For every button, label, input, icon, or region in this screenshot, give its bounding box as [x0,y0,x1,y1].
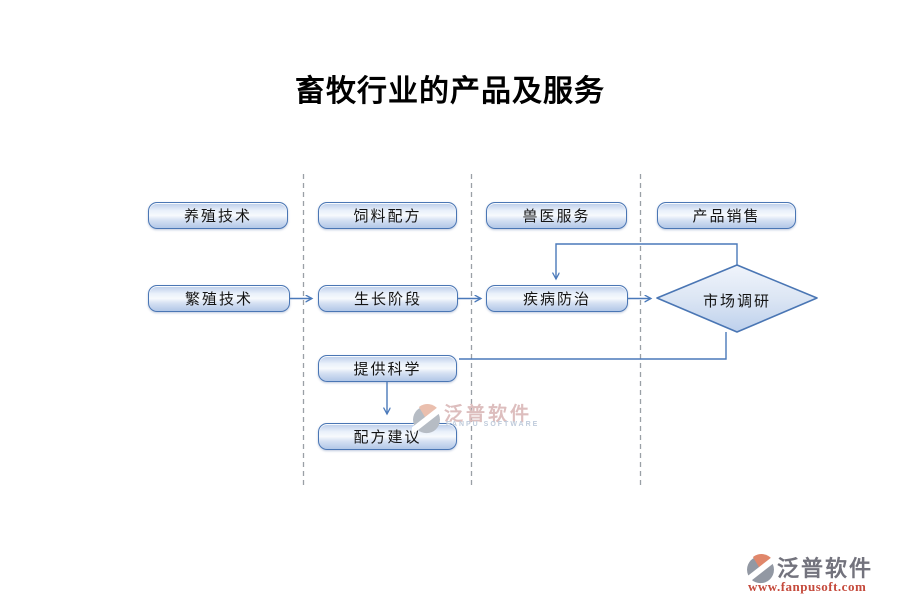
node-product-sales: 产品销售 [657,202,796,229]
page-title: 畜牧行业的产品及服务 [295,75,605,108]
node-label: 提供科学 [353,361,422,378]
node-provide-science: 提供科学 [318,355,457,382]
edge-market-to-provide-science [459,332,727,360]
edge-market-feedback-to-disease [556,243,738,279]
node-label: 养殖技术 [183,208,252,225]
node-formula-advice: 配方建议 [318,423,457,450]
footer-brand: 泛普软件 www.fanpusoft.com [746,551,892,597]
node-growth-stage: 生长阶段 [318,285,458,312]
node-label: 生长阶段 [353,291,422,308]
node-market-research-label: 市场调研 [702,293,771,310]
footer-brand-text: 泛普软件 [777,556,874,581]
node-label: 兽医服务 [522,208,591,225]
node-label: 产品销售 [692,208,761,225]
node-label: 疾病防治 [522,291,591,308]
watermark: 泛普软件 FANPU SOFTWARE [410,397,580,437]
fanpu-logo-icon [412,402,441,434]
node-label: 繁殖技术 [184,291,253,308]
node-label: 配方建议 [353,429,422,446]
node-disease-control: 疾病防治 [486,285,628,312]
node-reproduction-tech: 繁殖技术 [148,285,290,312]
fanpu-logo-icon [746,552,775,584]
node-breeding-tech: 养殖技术 [148,202,288,229]
watermark-brand-text: 泛普软件 [444,404,533,425]
node-feed-formula: 饲料配方 [318,202,457,229]
node-vet-service: 兽医服务 [486,202,627,229]
decision-market-research-shape [656,264,818,333]
footer-website-url: www.fanpusoft.com [748,579,867,594]
node-label: 饲料配方 [353,208,422,225]
watermark-subtitle-text: FANPU SOFTWARE [446,421,540,428]
